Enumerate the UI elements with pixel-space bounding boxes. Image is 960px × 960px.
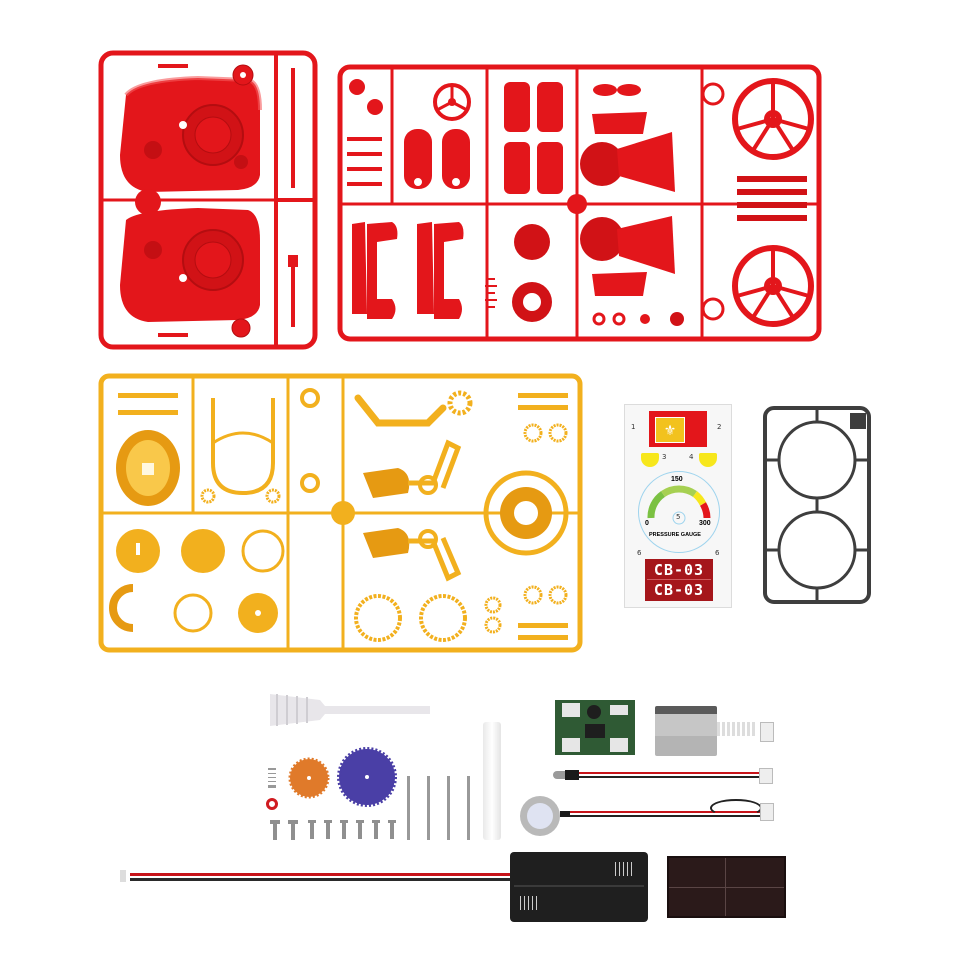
o-ring (266, 798, 278, 810)
sticker-number: 5 (676, 513, 681, 521)
yellow-sticker-left (641, 453, 659, 467)
orange-gear (288, 757, 330, 799)
battery-cable (120, 870, 515, 884)
sticker-number: 4 (689, 453, 694, 461)
sticker-sheet: ⚜ 1 2 3 4 150 0 300 5 PRESSURE GAUGE 6 6… (624, 404, 732, 608)
gauge-caption: PRESSURE GAUGE (649, 532, 701, 538)
bellows-tube (265, 690, 430, 730)
white-rod (483, 722, 501, 840)
sensor-cable (560, 797, 775, 827)
red-sprue-right (337, 64, 822, 342)
sticker-number: 1 (631, 423, 636, 431)
sound-sensor (520, 796, 560, 836)
emblem-sticker: ⚜ (649, 411, 707, 447)
screws (268, 818, 410, 840)
model-code-2: CB-03 (653, 581, 705, 599)
motor (655, 706, 717, 756)
solar-panel (667, 856, 786, 918)
gauge-label-300: 300 (699, 520, 711, 527)
red-sprue-left (98, 50, 318, 350)
yellow-sticker-right (699, 453, 717, 467)
motor-wires (717, 722, 757, 736)
pressure-gauge-sticker: 150 0 300 5 PRESSURE GAUGE (638, 471, 720, 553)
spring-icon (268, 768, 276, 788)
model-code-1: CB-03 (653, 561, 705, 579)
gold-sprue (98, 373, 583, 653)
motor-connector (760, 722, 774, 742)
circuit-board (555, 700, 635, 755)
blue-gear (336, 746, 398, 808)
battery-holder (510, 852, 648, 922)
sticker-number: 2 (717, 423, 722, 431)
sticker-number: 3 (662, 453, 667, 461)
sticker-number: 6 (715, 549, 720, 557)
sticker-number: 6 (637, 549, 642, 557)
fleur-de-lis-icon: ⚜ (655, 417, 685, 443)
model-code-sticker: CB-03 CB-03 (645, 559, 713, 601)
gauge-label-0: 0 (645, 520, 649, 527)
gray-sprue (762, 405, 872, 605)
metal-pins (405, 776, 470, 840)
gauge-label-150: 150 (671, 476, 683, 483)
led-cable (553, 768, 773, 784)
